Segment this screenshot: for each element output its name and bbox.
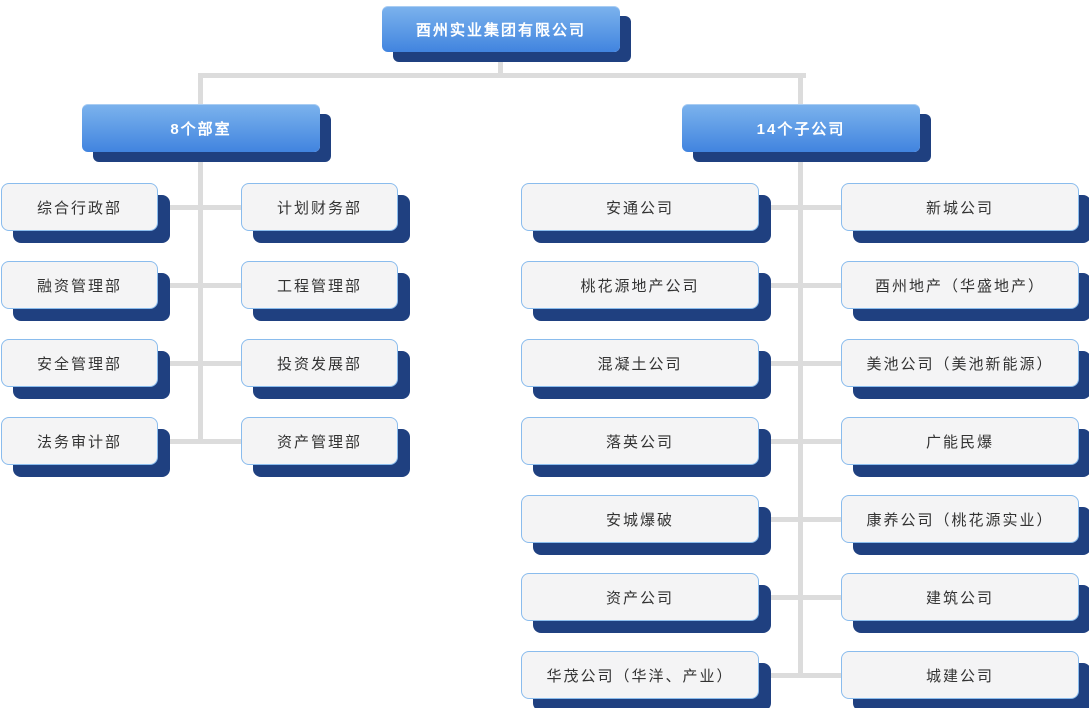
org-leaf-node: 美池公司（美池新能源） bbox=[841, 339, 1079, 387]
org-leaf-node: 安通公司 bbox=[521, 183, 759, 231]
org-leaf-node: 资产管理部 bbox=[241, 417, 398, 465]
org-root-node: 酉州实业集团有限公司 bbox=[382, 6, 620, 52]
org-leaf-node: 融资管理部 bbox=[1, 261, 158, 309]
connector-line bbox=[498, 50, 503, 76]
connector-line bbox=[198, 73, 203, 104]
connector-line bbox=[198, 73, 806, 78]
connector-line bbox=[150, 282, 250, 288]
connector-line bbox=[150, 438, 250, 444]
connector-line bbox=[750, 594, 850, 600]
connector-line bbox=[150, 204, 250, 210]
org-leaf-node: 投资发展部 bbox=[241, 339, 398, 387]
org-leaf-node: 酉州地产（华盛地产） bbox=[841, 261, 1079, 309]
connector-line bbox=[150, 360, 250, 366]
connector-line bbox=[750, 438, 850, 444]
org-leaf-node: 计划财务部 bbox=[241, 183, 398, 231]
org-leaf-node: 工程管理部 bbox=[241, 261, 398, 309]
connector-line bbox=[798, 73, 803, 104]
branch-node-departments: 8个部室 bbox=[82, 104, 320, 152]
org-leaf-node: 城建公司 bbox=[841, 651, 1079, 699]
connector-line bbox=[750, 672, 850, 678]
org-leaf-node: 康养公司（桃花源实业） bbox=[841, 495, 1079, 543]
org-leaf-node: 广能民爆 bbox=[841, 417, 1079, 465]
org-leaf-node: 桃花源地产公司 bbox=[521, 261, 759, 309]
connector-line bbox=[198, 152, 203, 444]
org-leaf-node: 混凝土公司 bbox=[521, 339, 759, 387]
connector-line bbox=[750, 282, 850, 288]
org-leaf-node: 建筑公司 bbox=[841, 573, 1079, 621]
connector-line bbox=[798, 152, 803, 678]
org-leaf-node: 新城公司 bbox=[841, 183, 1079, 231]
org-leaf-node: 安全管理部 bbox=[1, 339, 158, 387]
org-leaf-node: 华茂公司（华洋、产业） bbox=[521, 651, 759, 699]
org-leaf-node: 落英公司 bbox=[521, 417, 759, 465]
org-leaf-node: 综合行政部 bbox=[1, 183, 158, 231]
branch-node-subsidiaries: 14个子公司 bbox=[682, 104, 920, 152]
connector-line bbox=[750, 516, 850, 522]
org-leaf-node: 法务审计部 bbox=[1, 417, 158, 465]
org-leaf-node: 安城爆破 bbox=[521, 495, 759, 543]
connector-line bbox=[750, 204, 850, 210]
connector-line bbox=[750, 360, 850, 366]
org-leaf-node: 资产公司 bbox=[521, 573, 759, 621]
